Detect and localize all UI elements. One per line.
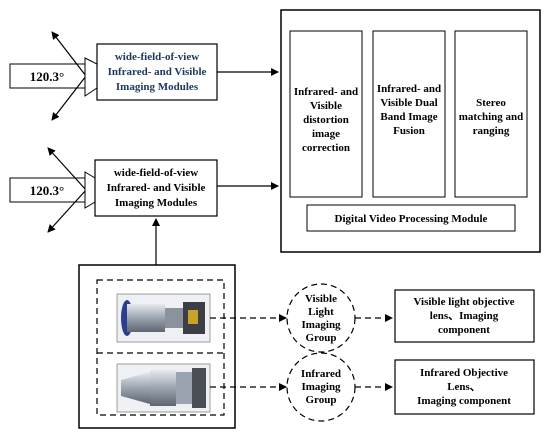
distortion-correction-box xyxy=(289,30,363,198)
top-camera-group: 120.3° wide-field-of-view Infrared- and … xyxy=(9,31,279,121)
visible-group-line3: Imaging xyxy=(301,319,341,331)
visible-group-line2: Light xyxy=(308,306,334,318)
top-fov-arrow-up xyxy=(51,31,87,77)
visible-imaging-group: Visible Light Imaging Group xyxy=(286,283,356,353)
bottom-angle-box xyxy=(9,177,86,203)
fusion-line3: Band Image xyxy=(380,111,437,123)
top-module-line3: Imaging Modules xyxy=(116,81,199,93)
processing-module-label: Digital Video Processing Module xyxy=(335,213,488,225)
infrared-group-line2: Imaging xyxy=(301,381,341,393)
bottom-module-line1: wide-field-of-view xyxy=(114,167,198,179)
fusion-line4: Fusion xyxy=(393,125,425,137)
visible-lens-image xyxy=(116,293,211,343)
fusion-line2: Visible Dual xyxy=(380,97,437,109)
infrared-group-line1: Infrared xyxy=(301,368,341,380)
top-module-line1: wide-field-of-view xyxy=(115,51,199,63)
visible-component-line2: lens、Imaging xyxy=(430,310,499,322)
infrared-component-line2: Lens、 xyxy=(447,381,481,393)
bottom-module-line2: Infrared- and Visible xyxy=(107,182,206,194)
top-imaging-module-box xyxy=(96,43,218,101)
bottom-imaging-module-box xyxy=(94,159,218,217)
visible-component-line3: component xyxy=(438,324,490,336)
distortion-line5: correction xyxy=(302,142,350,154)
bottom-fov-arrow-up xyxy=(47,147,87,191)
bottom-fov-arrow-down xyxy=(47,189,87,233)
top-fov-arrow-down xyxy=(51,75,87,121)
infrared-group-line3: Group xyxy=(306,394,337,406)
infrared-component-box xyxy=(394,359,535,415)
bottom-module-line3: Imaging Modules xyxy=(115,197,198,209)
infrared-lens-image xyxy=(116,363,211,413)
optics-dashed-box xyxy=(96,279,225,416)
fusion-box xyxy=(372,30,446,198)
processing-module-label-box xyxy=(306,204,516,232)
fusion-line1: Infrared- and xyxy=(377,83,441,95)
infrared-component-line3: Imaging component xyxy=(417,395,511,407)
bottom-angle-label: 120.3° xyxy=(30,183,64,198)
distortion-line4: image xyxy=(312,128,340,140)
stereo-line2: matching and xyxy=(459,111,524,123)
stereo-ranging-box xyxy=(454,30,528,198)
visible-component: Visible light objective lens、Imaging com… xyxy=(394,289,535,343)
visible-group-line1: Visible xyxy=(305,293,337,305)
stereo-line1: Stereo xyxy=(476,97,506,109)
distortion-line3: distortion xyxy=(303,114,349,126)
infrared-imaging-group: Infrared Imaging Group xyxy=(286,352,356,422)
infrared-component: Infrared Objective Lens、 Imaging compone… xyxy=(394,359,535,415)
optics-box xyxy=(78,264,287,429)
visible-component-box xyxy=(394,289,535,343)
top-module-line2: Infrared- and Visible xyxy=(108,66,207,78)
distortion-line1: Infrared- and xyxy=(294,86,358,98)
top-lens-icon xyxy=(84,57,98,97)
visible-group-line4: Group xyxy=(306,332,337,344)
stereo-line3: ranging xyxy=(473,125,510,137)
bottom-lens-icon xyxy=(84,171,96,209)
infrared-component-line1: Infrared Objective xyxy=(420,367,508,379)
processing-module: Infrared- and Visible distortion image c… xyxy=(280,9,541,253)
top-angle-box xyxy=(9,63,86,89)
distortion-line2: Visible xyxy=(310,100,342,112)
top-angle-label: 120.3° xyxy=(30,69,64,84)
visible-component-line1: Visible light objective xyxy=(413,296,514,308)
bottom-camera-group: 120.3° wide-field-of-view Infrared- and … xyxy=(9,147,279,265)
